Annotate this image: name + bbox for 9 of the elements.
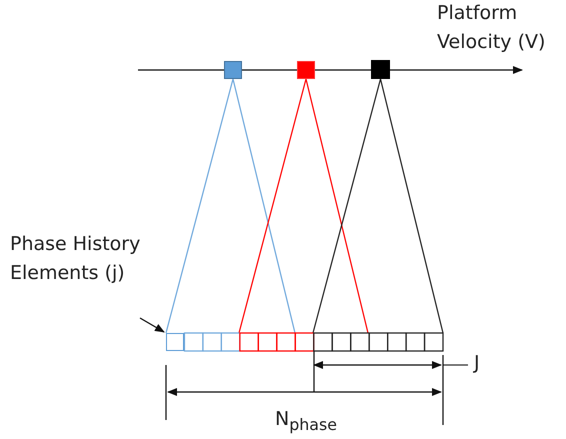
array-cell	[166, 333, 184, 351]
callout-text: Phase History Elements (j)	[10, 230, 180, 288]
leader-arrow	[140, 317, 165, 333]
sensor-square	[224, 61, 242, 79]
dimension-label: J	[474, 351, 481, 376]
dimension-label: N$_{phase}$	[275, 407, 338, 436]
sensor-square	[297, 61, 315, 79]
axis-label: Platform Velocity (V)	[437, 1, 546, 55]
sensor-square	[371, 60, 390, 79]
